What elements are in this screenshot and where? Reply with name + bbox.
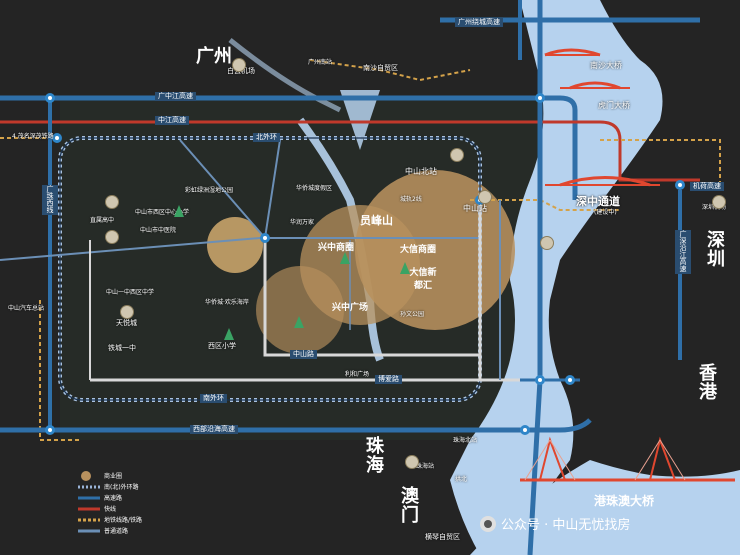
region-macau: 澳门 <box>401 486 419 526</box>
place-zhongshan-hosp: 中山市中医院 <box>140 227 177 234</box>
label-humen-bridge: 虎门大桥 <box>598 101 630 110</box>
place-maoming-rail: 4 茂名深茂铁路 <box>12 133 54 140</box>
legend-commercial: 商业圈 <box>104 473 123 480</box>
place-project: 华侨城·欢乐海岸 <box>205 299 249 306</box>
place-tianyue: 天悦城 <box>116 319 137 327</box>
label-hzm-bridge: 港珠澳大桥 <box>594 494 655 508</box>
pin-icon <box>450 148 464 162</box>
pin-icon <box>105 195 119 209</box>
label-nansha-bridge: 南沙大桥 <box>590 61 622 70</box>
tag-boai-road: 博爱路 <box>375 375 402 384</box>
tag-guangzhong-jiang: 广中江高速 <box>155 92 196 101</box>
legend-ring-road: 南(北)外环路 <box>104 484 139 491</box>
place-zhuhai-north: 珠海北站 <box>453 437 478 444</box>
pin-icon <box>120 305 134 319</box>
pin-icon <box>405 455 419 469</box>
xibu-yanhai-highway <box>0 418 592 433</box>
region-guangzhou: 广州 <box>196 46 232 67</box>
pearl-river-estuary <box>450 0 663 555</box>
pin-icon <box>540 236 554 250</box>
station-southwest <box>45 425 55 435</box>
label-shenzhong: 深中通道 <box>576 195 620 208</box>
place-zhongshan-north: 中山北站 <box>405 167 437 176</box>
place-zhongshan-bus: 中山汽车总站 <box>8 305 45 312</box>
place-zhuhai-station: 珠海站 <box>416 463 435 470</box>
place-zhongshan1: 中山一中西区中学 <box>106 289 155 296</box>
zone-xingzhong-sq: 兴中广场 <box>332 303 369 313</box>
tag-beiwaihuan: 北外环 <box>253 133 280 142</box>
place-hengqin: 横琴自贸区 <box>425 533 460 541</box>
tag-zhongshan-road: 中山路 <box>290 350 317 359</box>
place-caihong: 彩虹绿洲湿地公园 <box>185 187 234 194</box>
place-gongbei: 拱北 <box>455 476 468 483</box>
guangzhong-jiang-highway <box>0 95 578 200</box>
watermark-text: 公众号 · 中山无忧找房 <box>501 518 631 533</box>
place-chengui2: 城轨2线 <box>400 196 422 203</box>
tag-guangzhou-ring: 广州绕城高速 <box>455 18 503 27</box>
tree-icon <box>224 328 234 340</box>
station-ne <box>535 93 545 103</box>
station-northwest <box>52 133 62 143</box>
label-shenzhong-sub: (建设中) <box>594 209 617 216</box>
zone-yuanfeng: 员峰山 <box>360 214 393 227</box>
region-shenzhen: 深圳 <box>707 230 725 270</box>
place-huarun: 华润万家 <box>290 219 315 226</box>
place-zhixi: 直属高中 <box>90 217 115 224</box>
tag-guangshen-yanjiang: 广深沿江高速 <box>675 230 691 274</box>
estuary-mouth <box>470 460 740 555</box>
zone-xingzhong: 兴中商圈 <box>318 243 355 253</box>
watermark: 公众号 · 中山无忧找房 <box>480 514 630 533</box>
project-zone <box>207 217 263 273</box>
place-xiqu-xiaoxue: 西区小学 <box>208 342 236 350</box>
airplane-icon <box>232 58 246 72</box>
tree-icon <box>174 205 184 217</box>
place-tiecheng: 铁城一中 <box>108 344 136 352</box>
station-shenzhen <box>675 180 685 190</box>
legend-highway: 高速路 <box>104 495 123 502</box>
tree-icon <box>400 262 410 274</box>
nansha-bridge <box>544 48 601 57</box>
place-lihe: 利和广场 <box>345 371 370 378</box>
station-south <box>520 425 530 435</box>
humen-bridge <box>569 81 621 90</box>
zone-dashin-xinduhui: 大信新都汇 <box>409 268 437 291</box>
tag-jichang: 机荷高速 <box>690 182 724 191</box>
zhongjiang-highway <box>0 120 700 182</box>
legend-express: 快线 <box>104 506 117 513</box>
map-legend: 商业圈 南(北)外环路 高速路 快线 地铁线路/铁路 普通道路 <box>80 470 200 536</box>
station-nw2 <box>45 93 55 103</box>
place-project2: 华侨城度假区 <box>296 185 333 192</box>
station-center <box>260 233 270 243</box>
place-guangzhou-south: 广州南站 <box>308 59 333 66</box>
legend-road: 普通道路 <box>104 528 129 535</box>
station-east2 <box>565 375 575 385</box>
place-sunwen: 孙文公园 <box>400 311 425 318</box>
legend-rail: 地铁线路/铁路 <box>104 517 143 524</box>
region-zhuhai: 珠海 <box>366 436 384 476</box>
region-hongkong: 香港 <box>699 363 717 403</box>
tag-guangzhu-west: 广珠西线 <box>42 185 58 215</box>
river-upper <box>340 90 380 150</box>
pin-icon <box>478 190 492 204</box>
shenzhong-bridge <box>559 176 651 187</box>
station-east <box>535 375 545 385</box>
tree-icon <box>294 316 304 328</box>
tag-nanwaihuan: 南外环 <box>200 394 227 403</box>
wechat-icon <box>480 515 496 532</box>
zone-dashin: 大信商圈 <box>400 245 437 255</box>
xingzhong-plaza-zone <box>256 266 344 354</box>
place-nansha-ftz: 南沙自贸区 <box>363 64 398 72</box>
place-xiqu-school: 中山市西区中心小学 <box>135 209 190 216</box>
tag-xibu-yanhai: 西部沿海高速 <box>190 425 238 434</box>
place-zhongshan-station: 中山站 <box>463 204 487 213</box>
pin-icon <box>712 195 726 209</box>
zhongshan-road <box>263 238 480 357</box>
tag-zhongjiang: 中江高速 <box>155 116 189 125</box>
pin-icon <box>105 230 119 244</box>
tree-icon <box>340 252 350 264</box>
